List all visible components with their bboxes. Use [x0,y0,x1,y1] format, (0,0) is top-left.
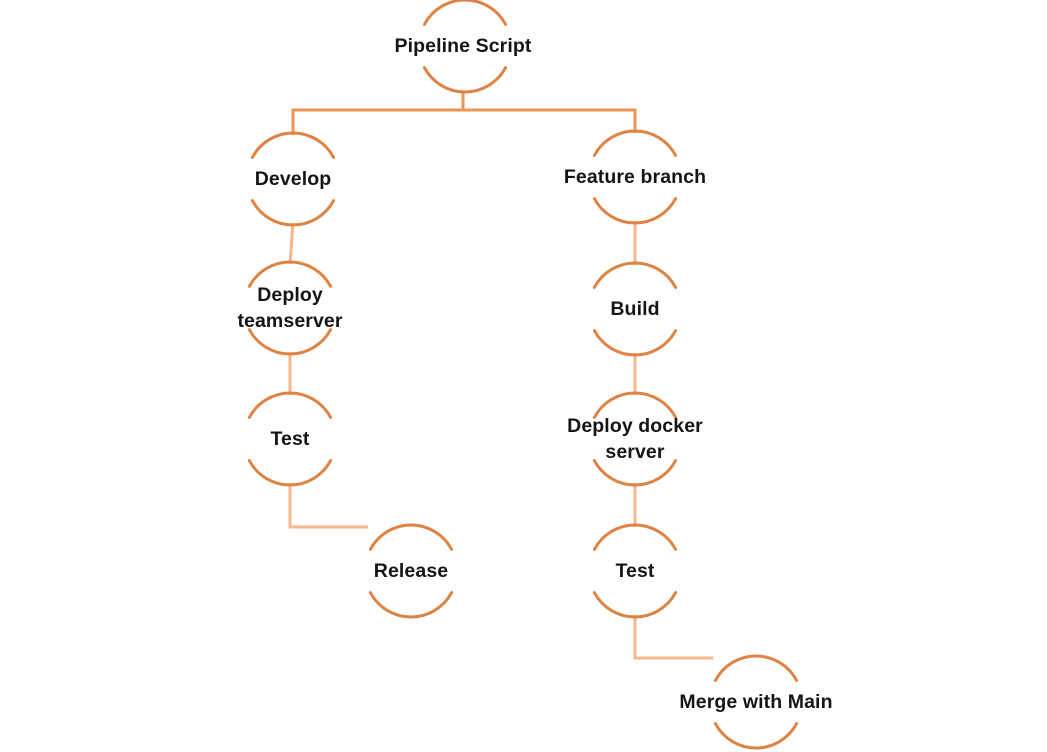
node-arc-bottom-test-right [592,591,678,619]
node-arc-bottom-feature-branch [592,197,678,225]
node-arc-top-merge-with-main [713,654,799,682]
node-deploy-docker-server[interactable]: Deploy docker server [567,413,703,465]
node-arc-bottom-merge-with-main [713,722,799,750]
node-arc-bottom-release [368,591,454,619]
node-label-build: Build [610,298,660,320]
node-build[interactable]: Build [610,296,659,322]
edge-branch-to-feature-branch [463,108,637,133]
node-label-merge-with-main: Merge with Main [679,691,833,713]
edge-branch-to-develop [291,108,463,135]
node-deploy-teamserver[interactable]: Deploy teamserver [237,282,342,334]
node-arc-group [247,0,799,750]
node-label-pipeline-script: Pipeline Script [394,35,532,57]
node-label-develop: Develop [254,168,332,190]
node-label-deploy-docker-server: Deploy docker server [567,415,703,463]
node-arc-bottom-test-left [247,459,333,487]
node-arc-top-build [592,261,678,289]
node-develop[interactable]: Develop [255,166,332,192]
edge-test-right-to-merge-with-main [633,615,713,660]
node-label-release: Release [373,560,449,582]
node-label-deploy-teamserver: Deploy teamserver [237,284,343,332]
node-arc-bottom-develop [250,199,336,227]
node-label-test-right: Test [615,560,655,582]
node-arc-top-release [368,523,454,551]
node-label-feature-branch: Feature branch [563,166,707,188]
edge-develop-to-deploy-teamserver [288,222,295,265]
node-arc-top-feature-branch [592,129,678,157]
node-pipeline-script[interactable]: Pipeline Script [395,33,532,59]
node-label-test-left: Test [270,428,310,450]
edge-test-left-to-release [288,483,368,529]
node-arc-top-test-right [592,523,678,551]
node-arc-top-test-left [247,391,333,419]
node-test-right[interactable]: Test [615,558,654,584]
node-feature-branch[interactable]: Feature branch [564,164,706,190]
node-arc-top-pipeline-script [422,0,508,26]
node-release[interactable]: Release [374,558,448,584]
node-arc-top-develop [250,131,336,159]
node-arc-bottom-pipeline-script [422,66,508,94]
node-test-left[interactable]: Test [270,426,309,452]
node-arc-bottom-build [592,329,678,357]
node-merge-with-main[interactable]: Merge with Main [679,689,832,715]
